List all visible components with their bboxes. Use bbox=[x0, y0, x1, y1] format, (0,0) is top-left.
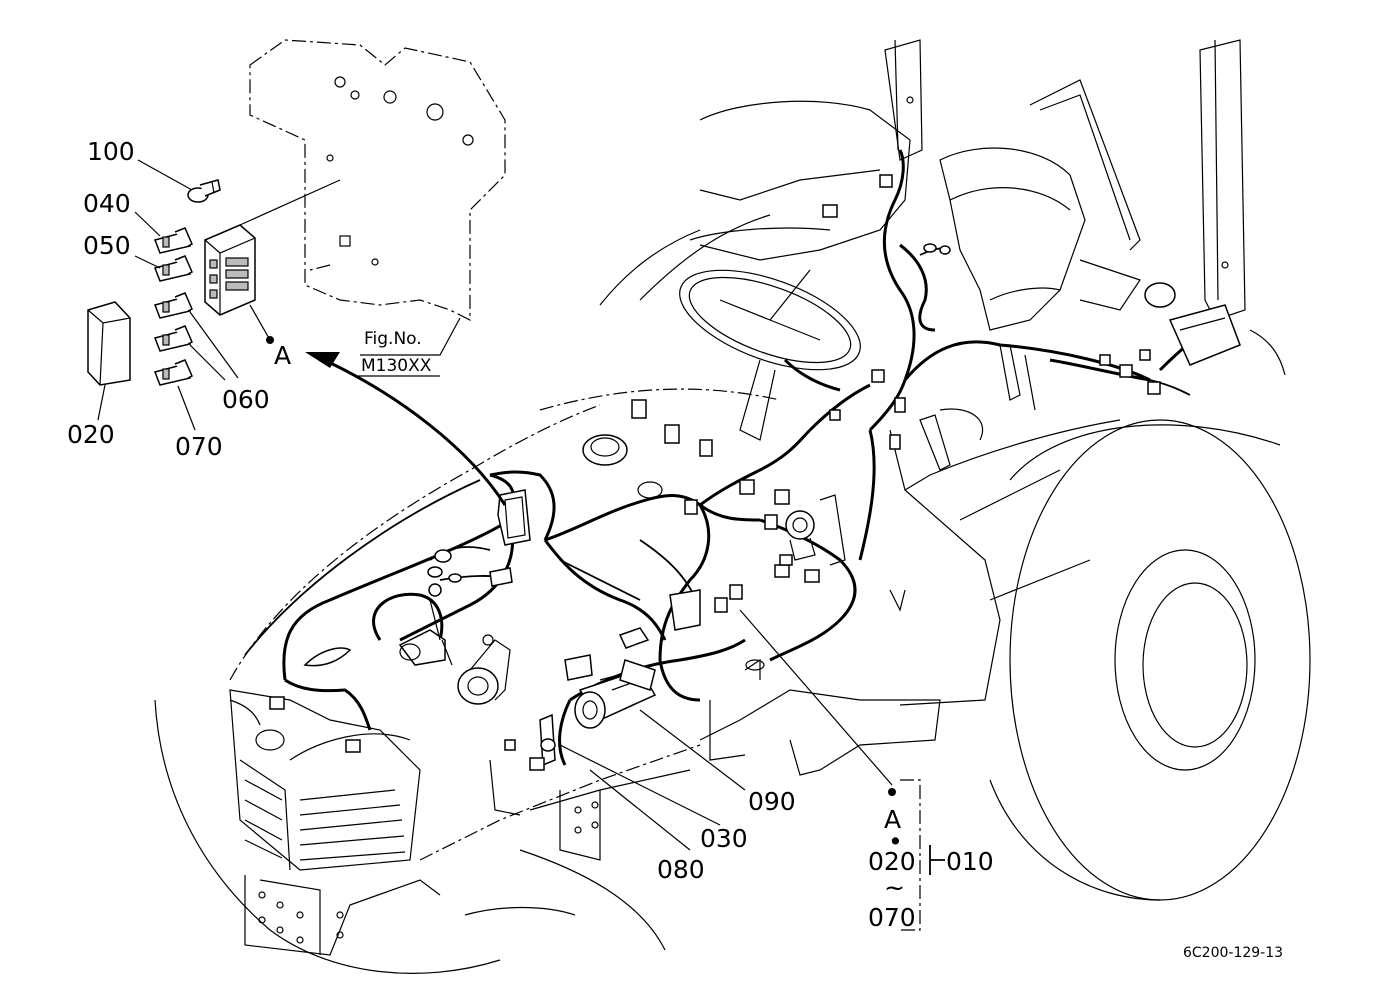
group-to: 070 bbox=[868, 903, 916, 932]
front-grille bbox=[229, 699, 411, 871]
part-labels: 100 040 050 060 020 070 A 090 030 080 bbox=[67, 137, 796, 884]
group-from: 020 bbox=[868, 847, 916, 876]
fuse-040 bbox=[154, 227, 193, 254]
fuse-070 bbox=[154, 359, 193, 386]
alternator bbox=[457, 634, 511, 705]
label-marker-a: A bbox=[274, 341, 291, 370]
group-tilde: ~ bbox=[884, 873, 905, 902]
fuse-box bbox=[204, 224, 256, 316]
label-080: 080 bbox=[657, 855, 705, 884]
assembly-group-label: A • 020 ~ 070 010 bbox=[868, 779, 994, 932]
figure-reference: Fig.No. M130XX bbox=[358, 329, 440, 377]
drawing-number: 6C200-129-13 bbox=[1183, 945, 1283, 961]
screw-100 bbox=[187, 179, 221, 203]
label-030: 030 bbox=[700, 824, 748, 853]
label-050: 050 bbox=[83, 231, 131, 260]
exploded-fuse-parts bbox=[87, 179, 256, 386]
rear-panel-outline bbox=[249, 39, 506, 321]
group-dot: • bbox=[888, 827, 903, 856]
tractor-body bbox=[154, 39, 1311, 974]
label-020: 020 bbox=[67, 420, 115, 449]
key-switch bbox=[785, 494, 846, 566]
label-040: 040 bbox=[83, 189, 131, 218]
fuse-050 bbox=[154, 255, 193, 282]
leader-lines bbox=[97, 159, 896, 851]
steering-wheel bbox=[679, 269, 861, 441]
label-090: 090 bbox=[748, 787, 796, 816]
fuse-060-b bbox=[154, 325, 193, 352]
group-marker: A bbox=[884, 805, 901, 834]
fuel-solenoid bbox=[398, 583, 453, 666]
rops-frame bbox=[884, 39, 1246, 321]
label-060: 060 bbox=[222, 385, 270, 414]
fuse-060-a bbox=[154, 292, 193, 319]
group-assembly: 010 bbox=[946, 847, 994, 876]
fig-label: Fig.No. bbox=[364, 329, 422, 349]
starter-motor bbox=[564, 654, 657, 729]
label-100: 100 bbox=[87, 137, 135, 166]
horn bbox=[303, 647, 352, 667]
label-070: 070 bbox=[175, 432, 223, 461]
fuse-cover-020 bbox=[87, 301, 131, 386]
front-weight-bracket bbox=[244, 875, 441, 956]
operator-seat bbox=[939, 147, 1141, 331]
harness-components bbox=[269, 174, 1286, 771]
fig-number: M130XX bbox=[361, 356, 432, 376]
